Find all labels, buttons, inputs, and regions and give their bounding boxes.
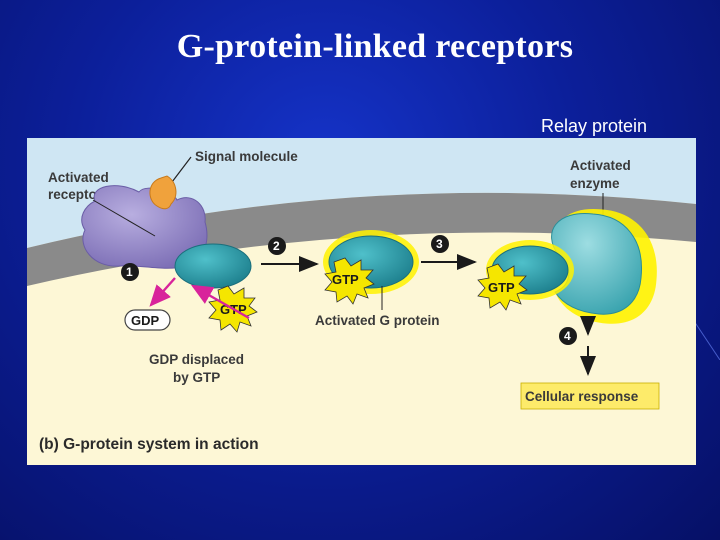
- g-protein-figure: Signal molecule Activated receptor 1 GDP…: [27, 138, 696, 465]
- activated-receptor-label-line2: receptor: [48, 187, 103, 202]
- activated-enzyme-label-line1: Activated: [570, 158, 631, 173]
- signal-molecule: [149, 175, 177, 210]
- g-protein-1: [174, 243, 252, 289]
- relay-protein-label: Relay protein: [541, 116, 648, 136]
- gtp-entry-arrow: [190, 284, 250, 320]
- gdp-displaced-line1: GDP displaced: [149, 352, 244, 367]
- step-1-label: 1: [126, 265, 133, 279]
- step-3-label: 3: [436, 237, 443, 251]
- figure-caption: (b) G-protein system in action: [39, 436, 259, 453]
- figure-canvas: Signal molecule Activated receptor 1 GDP…: [27, 138, 696, 465]
- activated-enzyme-label-line2: enzyme: [570, 176, 620, 191]
- gdp-label: GDP: [131, 313, 160, 328]
- gdp-exit-arrow: [149, 277, 176, 307]
- activated-g-protein-label: Activated G protein: [315, 313, 440, 328]
- extracellular-region: [27, 138, 696, 248]
- gtp-burst-3: [477, 263, 528, 311]
- step-1-marker: [121, 263, 139, 281]
- gtp-label-3: GTP: [488, 280, 515, 295]
- gdp-box: [124, 309, 171, 331]
- cellular-response-label: Cellular response: [525, 389, 639, 404]
- step-2-marker: [268, 237, 286, 255]
- activated-receptor-label-line1: Activated: [48, 170, 109, 185]
- gtp-label-2: GTP: [332, 272, 359, 287]
- step-3-marker: [431, 235, 449, 253]
- step-2-label: 2: [273, 239, 280, 253]
- cellular-response-box: [520, 382, 660, 410]
- signal-molecule-label: Signal molecule: [195, 149, 298, 164]
- slide-title: G-protein-linked receptors: [176, 28, 574, 65]
- step-4-marker: [559, 327, 577, 345]
- gdp-displaced-line2: by GTP: [173, 370, 220, 385]
- receptor-pointer: [92, 199, 156, 237]
- step-4-label: 4: [564, 329, 571, 343]
- gtp-burst-2: [324, 257, 375, 305]
